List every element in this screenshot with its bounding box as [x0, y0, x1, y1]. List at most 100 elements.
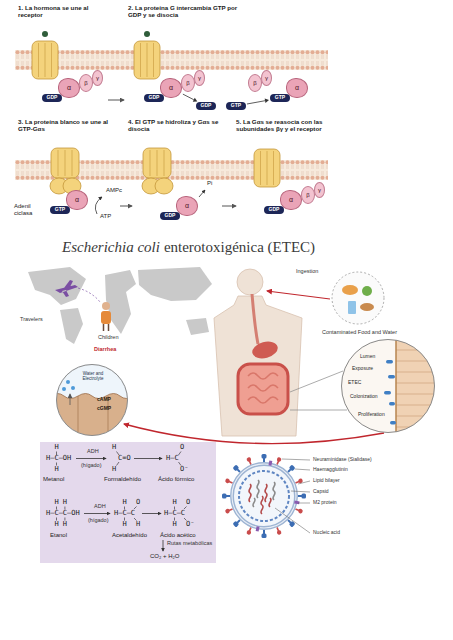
nucleotide-pill: GDP — [160, 212, 180, 220]
node-text: H — [136, 521, 140, 528]
part-label: Lipid bilayer — [313, 478, 340, 484]
virus-illustration — [222, 454, 310, 538]
node-text: ADH — [87, 449, 99, 455]
gamma-subunit: γ — [261, 70, 272, 86]
node-text: Acetaldehído — [112, 532, 147, 538]
step-caption: 3. La proteína blanco se une al GTP-Gαs — [18, 118, 113, 133]
step-caption: 5. La Gαs se reasocia con las subunidade… — [236, 118, 328, 133]
part-label: Capsid — [313, 489, 329, 495]
node-text: Ácido acético — [160, 532, 196, 538]
node-text: β — [253, 80, 256, 87]
node-text: GTP — [231, 103, 241, 109]
zoom-circle: LumenExposureETECColonizationProliferati… — [341, 339, 435, 433]
panel-title: Escherichia coli — [62, 238, 160, 256]
beta-subunit: β — [301, 186, 315, 204]
node-text: GTP — [275, 95, 285, 101]
nucleotide-pill: GDP — [264, 206, 284, 214]
node-text: H–C — [166, 455, 179, 462]
symptom-label: Diarrhea — [94, 346, 116, 352]
molecule-label: AMPc — [106, 187, 122, 194]
node-text: H — [122, 499, 126, 506]
nucleotide-pill: GDP — [144, 94, 164, 102]
node-text: H — [112, 466, 116, 473]
node-text: GDP — [201, 103, 212, 109]
node-text: cAMP — [97, 397, 111, 403]
node-text: ADH — [94, 504, 106, 510]
node-text: β — [186, 80, 189, 87]
etec-illustration — [28, 267, 438, 444]
stage-label: Ingestion — [296, 268, 318, 274]
node-text: H–C–C — [164, 510, 185, 517]
node-text: H–C–C–OH — [46, 510, 80, 517]
node-text: H — [112, 444, 116, 451]
node-text: β — [84, 80, 87, 87]
node-text: α — [185, 202, 189, 210]
node-text: GTP — [55, 207, 65, 213]
enzyme-label: Adenil ciclasa — [14, 203, 44, 217]
node-text: GDP — [165, 213, 176, 219]
node-text: C=O — [118, 455, 131, 462]
node-text: O — [186, 499, 190, 506]
node-text: cGMP — [97, 406, 111, 412]
node-text: GDP — [269, 207, 280, 213]
node-text: (hígado) — [88, 518, 109, 524]
node-text: H — [122, 521, 126, 528]
node-text: β — [306, 192, 309, 199]
node-text: GDP — [149, 95, 160, 101]
node-text: H–C–C — [114, 510, 135, 517]
gamma-subunit: γ — [194, 70, 205, 86]
node-text: Rutas metabólicas — [167, 541, 212, 547]
node-text: ETEC — [348, 380, 361, 386]
node-text: Formaldehído — [104, 476, 141, 482]
part-label: Haemagglutinin — [313, 467, 348, 473]
beta-subunit: β — [248, 74, 262, 92]
node-text: γ — [198, 75, 201, 82]
group-label: Children — [98, 334, 118, 340]
node-text: H — [54, 466, 58, 473]
node-text: (hígado) — [81, 463, 102, 469]
group-label: Travelers — [20, 316, 43, 322]
arrow-head — [265, 99, 269, 103]
gamma-subunit: γ — [92, 70, 103, 86]
connector-line — [247, 101, 265, 104]
step-caption: 4. El GTP se hidroliza y Gαs se disocia — [128, 118, 223, 133]
source-label: Contaminated Food and Water — [322, 329, 397, 335]
node-text: H — [172, 499, 176, 506]
part-label: Neuraminidase (Sialidase) — [313, 457, 372, 463]
chemistry-panel: HH–C–OHHMetanolADH(hígado)HC=OHFormaldeh… — [40, 442, 216, 563]
node-text: Exposure — [352, 366, 373, 372]
node-text: O — [180, 444, 184, 451]
step-caption: 1. La hormona se une al receptor — [18, 4, 113, 19]
cell-circle: Water and Electrolyte cAMP cGMP — [56, 364, 128, 436]
step-caption: 2. La proteína G intercambia GTP por GDP… — [128, 4, 248, 19]
node-text: Water and Electrolyte — [79, 371, 107, 381]
node-text: GDP — [47, 95, 58, 101]
node-text: H — [54, 444, 58, 451]
connector-line — [183, 94, 194, 100]
node-text: H–C–OH — [46, 455, 71, 462]
molecule-label: Pi — [207, 180, 212, 187]
panel-title: enterotoxigénica (ETEC) — [164, 238, 315, 256]
arrow-connector — [247, 99, 269, 104]
node-text: α — [289, 196, 293, 204]
g-protein-cycle — [15, 31, 328, 214]
node-text: H — [172, 521, 176, 528]
node-text: Proliferation — [358, 412, 385, 418]
node-text: O⁻ — [180, 466, 188, 473]
node-text: Ácido fórmico — [158, 476, 194, 482]
node-text: α — [295, 84, 299, 92]
node-text: γ — [318, 187, 321, 194]
node-text: α — [169, 84, 173, 92]
nucleotide-pill: GDP — [196, 102, 216, 110]
nucleotide-pill: GTP — [270, 94, 290, 102]
node-text: α — [75, 196, 79, 204]
arrow-connector — [183, 94, 197, 102]
node-text: CO₂ + H₂O — [150, 553, 180, 559]
node-text: γ — [96, 75, 99, 82]
node-text: H H — [54, 499, 67, 506]
part-label: Nucleic acid — [313, 530, 340, 536]
node-text: H H — [54, 521, 67, 528]
node-text: Lumen — [360, 354, 375, 360]
node-text: O — [136, 499, 140, 506]
